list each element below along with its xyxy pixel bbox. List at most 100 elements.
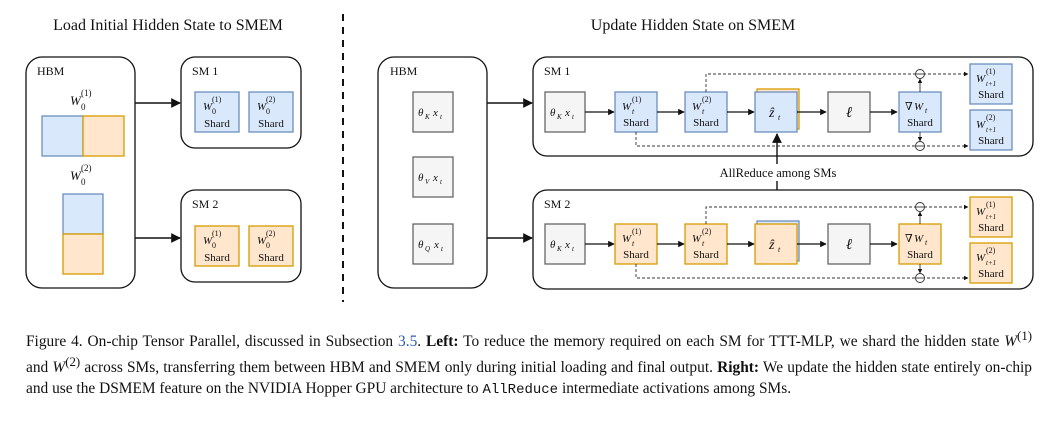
svg-text:Shard: Shard bbox=[693, 117, 719, 129]
svg-text:t+1: t+1 bbox=[986, 259, 996, 267]
svg-text:(2): (2) bbox=[266, 95, 276, 104]
right-hbm-label: HBM bbox=[390, 64, 418, 78]
w0-2-top-half bbox=[62, 193, 104, 235]
svg-text:K: K bbox=[424, 113, 430, 121]
subsection-link[interactable]: 3.5 bbox=[398, 333, 418, 351]
svg-text:θ: θ bbox=[418, 172, 424, 184]
svg-text:t+1: t+1 bbox=[986, 213, 996, 221]
right-panel-title: Update Hidden State on SMEM bbox=[591, 17, 795, 34]
svg-text:Shard: Shard bbox=[258, 118, 284, 130]
svg-text:W: W bbox=[976, 252, 986, 264]
svg-text:t: t bbox=[632, 239, 635, 248]
right-sm1-label: SM 1 bbox=[544, 64, 570, 78]
svg-text:(2): (2) bbox=[266, 229, 276, 238]
sm2-skip-top bbox=[705, 204, 969, 224]
svg-text:θ: θ bbox=[418, 107, 424, 119]
w0-2-bottom-half bbox=[62, 233, 104, 275]
svg-text:θ: θ bbox=[550, 239, 556, 251]
svg-text:ẑ: ẑ bbox=[768, 106, 775, 121]
svg-text:K: K bbox=[556, 245, 562, 253]
svg-text:ℓ: ℓ bbox=[846, 105, 852, 121]
svg-text:x: x bbox=[432, 107, 438, 119]
svg-text:x: x bbox=[564, 239, 570, 251]
svg-text:t: t bbox=[925, 238, 928, 247]
svg-text:(1): (1) bbox=[212, 229, 222, 238]
svg-text:Shard: Shard bbox=[204, 118, 230, 130]
w0-1-label: W 0 (1) bbox=[70, 88, 92, 112]
svg-text:Shard: Shard bbox=[258, 252, 284, 264]
svg-text:Shard: Shard bbox=[693, 249, 719, 261]
left-hbm-label: HBM bbox=[37, 64, 65, 78]
svg-text:∇: ∇ bbox=[905, 233, 913, 245]
svg-text:ℓ: ℓ bbox=[846, 237, 852, 253]
left-hbm-box bbox=[25, 56, 136, 289]
svg-text:W: W bbox=[914, 233, 924, 245]
svg-text:(1): (1) bbox=[986, 200, 996, 209]
svg-text:t+1: t+1 bbox=[986, 80, 996, 88]
svg-text:K: K bbox=[556, 113, 562, 121]
w0-1-left-half bbox=[41, 115, 84, 157]
w0-2-label: W 0 (2) bbox=[70, 163, 92, 187]
svg-text:W: W bbox=[203, 235, 213, 247]
figure-diagram: Load Initial Hidden State to SMEM Update… bbox=[25, 14, 1034, 302]
svg-text:W: W bbox=[70, 168, 82, 183]
svg-text:(2): (2) bbox=[702, 95, 712, 104]
svg-text:W: W bbox=[976, 206, 986, 218]
svg-text:Shard: Shard bbox=[907, 249, 933, 261]
svg-text:Shard: Shard bbox=[978, 222, 1004, 234]
svg-text:V: V bbox=[425, 178, 430, 186]
svg-text:Shard: Shard bbox=[907, 117, 933, 129]
svg-text:t: t bbox=[441, 245, 444, 253]
svg-text:Shard: Shard bbox=[978, 135, 1004, 147]
svg-text:0: 0 bbox=[81, 102, 86, 112]
allreduce-code: AllReduce bbox=[482, 382, 559, 399]
svg-text:W: W bbox=[914, 101, 924, 113]
svg-text:W: W bbox=[70, 93, 82, 108]
sm1-skip-bottom bbox=[635, 132, 969, 149]
svg-text:(1): (1) bbox=[632, 95, 642, 104]
svg-text:Shard: Shard bbox=[978, 89, 1004, 101]
svg-text:t: t bbox=[572, 113, 575, 121]
svg-text:W: W bbox=[257, 235, 267, 247]
svg-text:W: W bbox=[692, 101, 702, 113]
w0-1-right-half bbox=[82, 115, 125, 157]
svg-text:Shard: Shard bbox=[204, 252, 230, 264]
svg-text:x: x bbox=[564, 107, 570, 119]
sm2-skip-bottom bbox=[635, 264, 969, 281]
svg-text:θ: θ bbox=[418, 239, 424, 251]
svg-text:θ: θ bbox=[550, 107, 556, 119]
svg-text:0: 0 bbox=[81, 177, 86, 187]
svg-text:W: W bbox=[622, 233, 632, 245]
svg-text:∇: ∇ bbox=[905, 101, 913, 113]
svg-text:W: W bbox=[622, 101, 632, 113]
svg-text:t: t bbox=[925, 106, 928, 115]
svg-text:t: t bbox=[572, 245, 575, 253]
svg-text:t: t bbox=[702, 107, 705, 116]
svg-text:Shard: Shard bbox=[978, 268, 1004, 280]
svg-text:t: t bbox=[632, 107, 635, 116]
sm2-loss: ℓ bbox=[827, 223, 871, 265]
right-sm2-label: SM 2 bbox=[544, 197, 570, 211]
sm1-loss: ℓ bbox=[827, 91, 871, 133]
svg-text:(1): (1) bbox=[81, 88, 92, 98]
svg-text:x: x bbox=[433, 239, 439, 251]
svg-text:0: 0 bbox=[266, 241, 270, 250]
